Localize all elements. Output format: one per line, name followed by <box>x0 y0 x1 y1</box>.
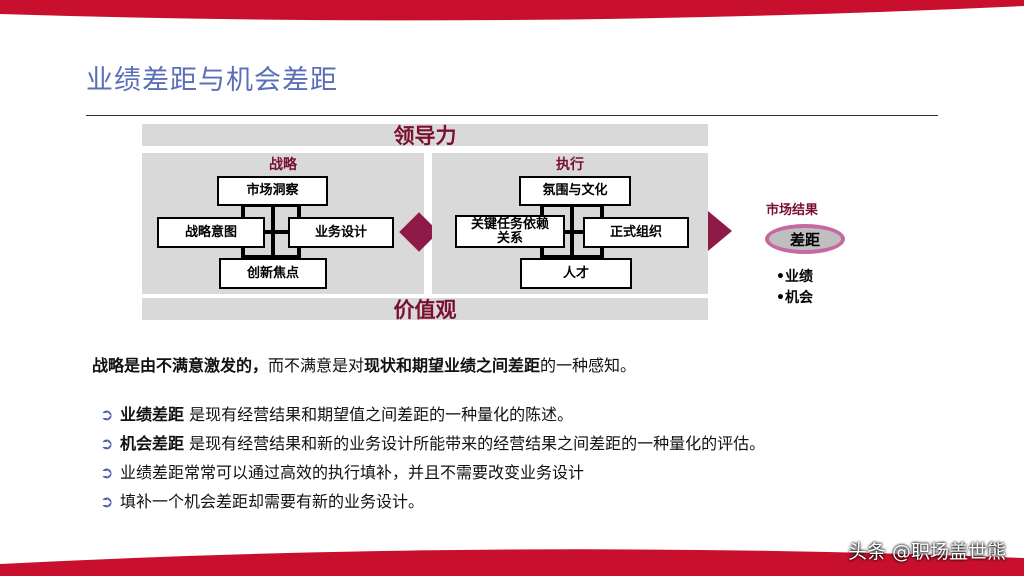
talent-box: 人才 <box>520 258 632 289</box>
business-design-box: 业务设计 <box>288 217 394 248</box>
leadership-band: 领导力 <box>142 123 708 148</box>
result-item-performance: •业绩 <box>776 269 813 285</box>
market-result-title: 市场结果 <box>766 203 819 218</box>
market-insight-box: 市场洞察 <box>217 176 328 206</box>
strategic-intent-box: 战略意图 <box>157 217 265 248</box>
list-item: ➲ 业绩差距常常可以通过高效的执行填补，并且不需要改变业务设计 <box>100 462 930 484</box>
list-item: ➲ 业绩差距 是现有经营结果和期望值之间差距的一种量化的陈述。 <box>100 404 930 426</box>
critical-tasks-box: 关键任务依赖关系 <box>455 215 565 248</box>
bullet-text: 是现有经营结果和新的业务设计所能带来的经营结果之间差距的一种量化的评估。 <box>184 434 766 453</box>
arrow-bullet-icon: ➲ <box>100 405 114 424</box>
arrow-bullet-icon: ➲ <box>100 492 114 511</box>
top-red-band <box>0 0 1024 21</box>
statement-part3: 现状和期望业绩之间差距 <box>364 356 541 375</box>
execution-connector-horizontal <box>520 230 620 234</box>
bullet-bold: 机会差距 <box>120 434 185 453</box>
bullet-bold: 业绩差距 <box>120 405 185 424</box>
execution-label: 执行 <box>556 157 584 173</box>
strategy-label: 战略 <box>269 157 297 173</box>
bullet-text: 填补一个机会差距却需要有新的业务设计。 <box>120 492 425 511</box>
gap-ellipse: 差距 <box>765 224 845 254</box>
bullet-list: ➲ 业绩差距 是现有经营结果和期望值之间差距的一种量化的陈述。 ➲ 机会差距 是现有… <box>100 404 930 520</box>
page-title: 业绩差距与机会差距 <box>86 65 338 96</box>
key-statement: 战略是由不满意激发的，而不满意是对现状和期望业绩之间差距的一种感知。 <box>92 352 636 376</box>
statement-part2: 而不满意是对 <box>268 356 365 375</box>
arrow-bullet-icon: ➲ <box>100 463 114 482</box>
values-band: 价值观 <box>142 297 708 322</box>
list-item: ➲ 填补一个机会差距却需要有新的业务设计。 <box>100 491 930 513</box>
innovation-focus-box: 创新焦点 <box>219 258 327 289</box>
statement-part1: 战略是由不满意激发的， <box>92 356 269 375</box>
bullet-text: 业绩差距常常可以通过高效的执行填补，并且不需要改变业务设计 <box>120 463 585 482</box>
arrow-bullet-icon: ➲ <box>100 434 114 453</box>
climate-culture-box: 氛围与文化 <box>519 176 631 206</box>
watermark: 头条 @职场盖世熊 <box>847 541 1006 563</box>
formal-organization-box: 正式组织 <box>583 217 689 248</box>
execution-to-result-arrow <box>708 211 732 251</box>
bullet-text: 是现有经营结果和期望值之间差距的一种量化的陈述。 <box>184 405 574 424</box>
title-divider <box>86 115 938 116</box>
result-item-opportunity: •机会 <box>776 290 813 306</box>
list-item: ➲ 机会差距 是现有经营结果和新的业务设计所能带来的经营结果之间差距的一种量化的评… <box>100 433 920 455</box>
values-label: 价值观 <box>393 297 457 322</box>
leadership-label: 领导力 <box>393 123 457 148</box>
statement-part4: 的一种感知。 <box>540 356 637 375</box>
strategy-connector-horizontal <box>230 230 320 234</box>
bottom-red-band <box>0 549 1024 576</box>
